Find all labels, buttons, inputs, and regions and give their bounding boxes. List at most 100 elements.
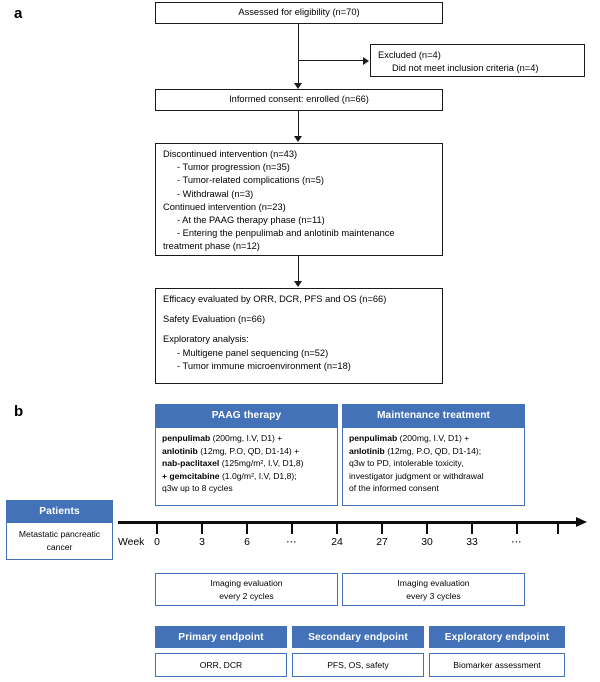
phase-body-paag: penpulimab (200mg, I.V, D1) + anlotinib …: [155, 427, 338, 506]
flow-box-assessed-label: Assessed for eligibility (n=70): [238, 7, 360, 18]
paag-detail-2: (12mg, P.O, QD, D1-14) +: [197, 445, 300, 456]
imaging-box-2-line2: every 3 cycles: [406, 590, 461, 601]
paag-detail-4: (1.0g/m², I.V, D1,8);: [219, 470, 297, 481]
maint-drug-1: penpulimab: [349, 433, 398, 443]
timeline-tick-2: [246, 523, 248, 534]
timeline-label-6: 30: [421, 537, 433, 548]
timeline-tick-5: [381, 523, 383, 534]
exploratory-item-2: - Tumor immune microenvironment (n=18): [177, 360, 351, 371]
timeline-label-7: 33: [466, 537, 478, 548]
connector-intervention-to-analysis: [298, 256, 300, 283]
exploratory-header: Exploratory analysis:: [163, 334, 249, 345]
endpoint-body-primary: ORR, DCR: [155, 653, 287, 677]
maint-drug-2: anlotinib: [349, 445, 385, 456]
panel-a-letter: a: [14, 5, 23, 22]
paag-detail-3: (125mg/m², I.V, D1,8): [219, 458, 304, 469]
timeline-label-1: 3: [199, 537, 205, 548]
timeline-label-3: ⋯: [286, 537, 298, 548]
discontinued-item-2: - Tumor-related complications (n=5): [177, 175, 324, 186]
paag-drug-4: + gemcitabine: [162, 470, 220, 481]
paag-drug-1: penpulimab: [162, 433, 211, 443]
timeline-tick-9: [557, 523, 559, 534]
flow-box-excluded-line1: Excluded (n=4): [378, 50, 441, 60]
paag-line-5: q3w up to 8 cycles: [162, 482, 331, 495]
timeline-axis: [118, 521, 578, 524]
patients-body-line1: Metastatic pancreatic: [18, 529, 101, 540]
patients-body-line2: cancer: [46, 542, 73, 552]
arrowhead-to-intervention: [294, 136, 302, 142]
continued-item-2-cont: treatment phase (n=12): [163, 241, 260, 252]
discontinued-header: Discontinued intervention (n=43): [163, 149, 298, 159]
connector-assessed-to-enrolled: [298, 24, 300, 84]
connector-enrolled-to-intervention: [298, 111, 300, 138]
connector-to-excluded: [298, 60, 364, 62]
maint-line-1: penpulimab (200mg, I.V, D1) +: [349, 432, 518, 445]
arrowhead-to-excluded: [363, 56, 369, 65]
maint-detail-3: q3w to PD, intolerable toxicity,: [349, 458, 464, 469]
paag-line-2: anlotinib (12mg, P.O, QD, D1-14) +: [162, 445, 331, 458]
phase-header-maintenance: Maintenance treatment: [342, 404, 525, 427]
safety-label: Safety Evaluation (n=66): [163, 314, 266, 325]
efficacy-label: Efficacy evaluated by ORR, DCR, PFS and …: [163, 294, 387, 304]
spacer-1: [163, 306, 435, 313]
paag-drug-3: nab-paclitaxel: [162, 458, 220, 469]
timeline-tick-3: [291, 523, 293, 534]
endpoint-header-exploratory-label: Exploratory endpoint: [444, 631, 550, 643]
endpoint-header-primary: Primary endpoint: [155, 626, 287, 648]
patients-header-label: Patients: [39, 505, 80, 517]
endpoint-body-primary-label: ORR, DCR: [199, 659, 243, 670]
paag-line-4: + gemcitabine (1.0g/m², I.V, D1,8);: [162, 470, 331, 483]
patients-body: Metastatic pancreatic cancer: [6, 522, 113, 560]
timeline-tick-8: [516, 523, 518, 534]
paag-line-1: penpulimab (200mg, I.V, D1) +: [162, 432, 331, 445]
timeline-tick-7: [471, 523, 473, 534]
timeline-label-5: 27: [376, 537, 388, 548]
arrowhead-to-analysis: [294, 281, 302, 287]
imaging-box-1-line1: Imaging evaluation: [210, 577, 283, 588]
endpoint-header-primary-label: Primary endpoint: [178, 631, 264, 643]
endpoint-body-secondary: PFS, OS, safety: [292, 653, 424, 677]
maint-detail-4: investigator judgment or withdrawal: [349, 470, 484, 481]
timeline-label-4: 24: [331, 537, 343, 548]
maint-line-2: anlotinib (12mg, P.O, QD, D1-14);: [349, 445, 518, 458]
endpoint-header-secondary: Secondary endpoint: [292, 626, 424, 648]
flow-box-enrolled-label: Informed consent: enrolled (n=66): [229, 94, 369, 105]
timeline-tick-4: [336, 523, 338, 534]
timeline-week-prefix: Week: [118, 537, 145, 548]
phase-body-maintenance: penpulimab (200mg, I.V, D1) + anlotinib …: [342, 427, 525, 506]
continued-item-1: - At the PAAG therapy phase (n=11): [177, 214, 325, 225]
timeline-tick-1: [201, 523, 203, 534]
paag-drug-2: anlotinib: [162, 445, 198, 456]
timeline-tick-0: [156, 523, 158, 534]
paag-line-3: nab-paclitaxel (125mg/m², I.V, D1,8): [162, 457, 331, 470]
discontinued-item-3: - Withdrawal (n=3): [177, 188, 254, 199]
panel-b-letter: b: [14, 403, 24, 420]
endpoint-body-exploratory-label: Biomarker assessment: [453, 659, 541, 670]
maint-line-5: of the informed consent: [349, 482, 518, 495]
discontinued-item-1: - Tumor progression (n=35): [177, 162, 290, 173]
maint-line-4: investigator judgment or withdrawal: [349, 470, 518, 483]
maint-detail-1: (200mg, I.V, D1) +: [397, 433, 470, 443]
imaging-box-2: Imaging evaluation every 3 cycles: [342, 573, 525, 606]
phase-header-paag: PAAG therapy: [155, 404, 338, 427]
maint-line-3: q3w to PD, intolerable toxicity,: [349, 457, 518, 470]
flow-box-excluded: Excluded (n=4) Did not meet inclusion cr…: [370, 44, 585, 77]
patients-header: Patients: [6, 500, 113, 522]
phase-header-maintenance-label: Maintenance treatment: [376, 410, 491, 421]
paag-detail-1: (200mg, I.V, D1) +: [210, 433, 283, 443]
maint-detail-5: of the informed consent: [349, 483, 439, 494]
flow-box-enrolled: Informed consent: enrolled (n=66): [155, 89, 443, 111]
timeline-arrowhead: [576, 516, 587, 527]
flow-box-assessed: Assessed for eligibility (n=70): [155, 2, 443, 24]
flow-box-excluded-line2: Did not meet inclusion criteria (n=4): [392, 63, 539, 74]
endpoint-body-secondary-label: PFS, OS, safety: [327, 659, 389, 670]
flow-box-analysis: Efficacy evaluated by ORR, DCR, PFS and …: [155, 288, 443, 384]
timeline-label-8: ⋯: [511, 537, 523, 548]
endpoint-header-exploratory: Exploratory endpoint: [429, 626, 565, 648]
maint-detail-2: (12mg, P.O, QD, D1-14);: [384, 445, 482, 456]
continued-header: Continued intervention (n=23): [163, 201, 286, 212]
arrowhead-to-enrolled: [294, 83, 302, 89]
imaging-box-1: Imaging evaluation every 2 cycles: [155, 573, 338, 606]
imaging-box-1-line2: every 2 cycles: [219, 590, 274, 601]
